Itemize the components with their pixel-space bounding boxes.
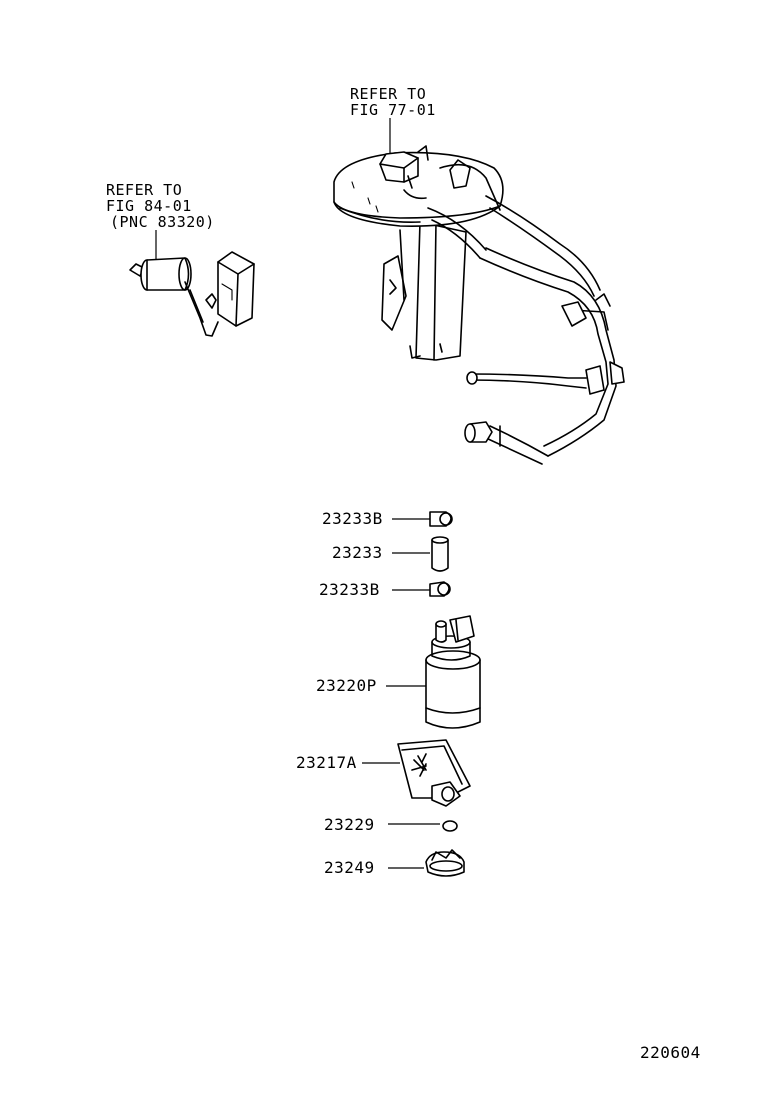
clip-23233b-upper-illustration [392, 511, 453, 527]
fuel-pump-assembly-illustration [333, 118, 625, 465]
part-label-23233b-upper: 23233B [322, 509, 383, 528]
part-label-23220p: 23220P [316, 676, 377, 695]
reference-cover-line2: FIG 77-01 [350, 101, 436, 119]
part-label-23233: 23233 [332, 543, 383, 562]
figure-number: 220604 [640, 1043, 701, 1062]
part-label-23249: 23249 [324, 858, 375, 877]
reference-cover-line1: REFER TO [350, 85, 427, 103]
filter-23217a-illustration [362, 739, 471, 807]
fuel-pump-23220p-illustration [386, 615, 481, 729]
part-label-23217a: 23217A [296, 753, 357, 772]
ring-23229-illustration [388, 820, 458, 832]
clip-23233b-lower-illustration [392, 581, 451, 597]
sender-gauge-illustration [129, 230, 255, 337]
hose-23233-illustration [392, 536, 449, 572]
cushion-23249-illustration [388, 849, 465, 877]
reference-sender-line2: FIG 84-01 [106, 197, 192, 215]
reference-sender-line1: REFER TO [106, 181, 183, 199]
part-label-23233b-lower: 23233B [319, 580, 380, 599]
part-label-23229: 23229 [324, 815, 375, 834]
reference-sender-line3: (PNC 83320) [110, 213, 215, 231]
